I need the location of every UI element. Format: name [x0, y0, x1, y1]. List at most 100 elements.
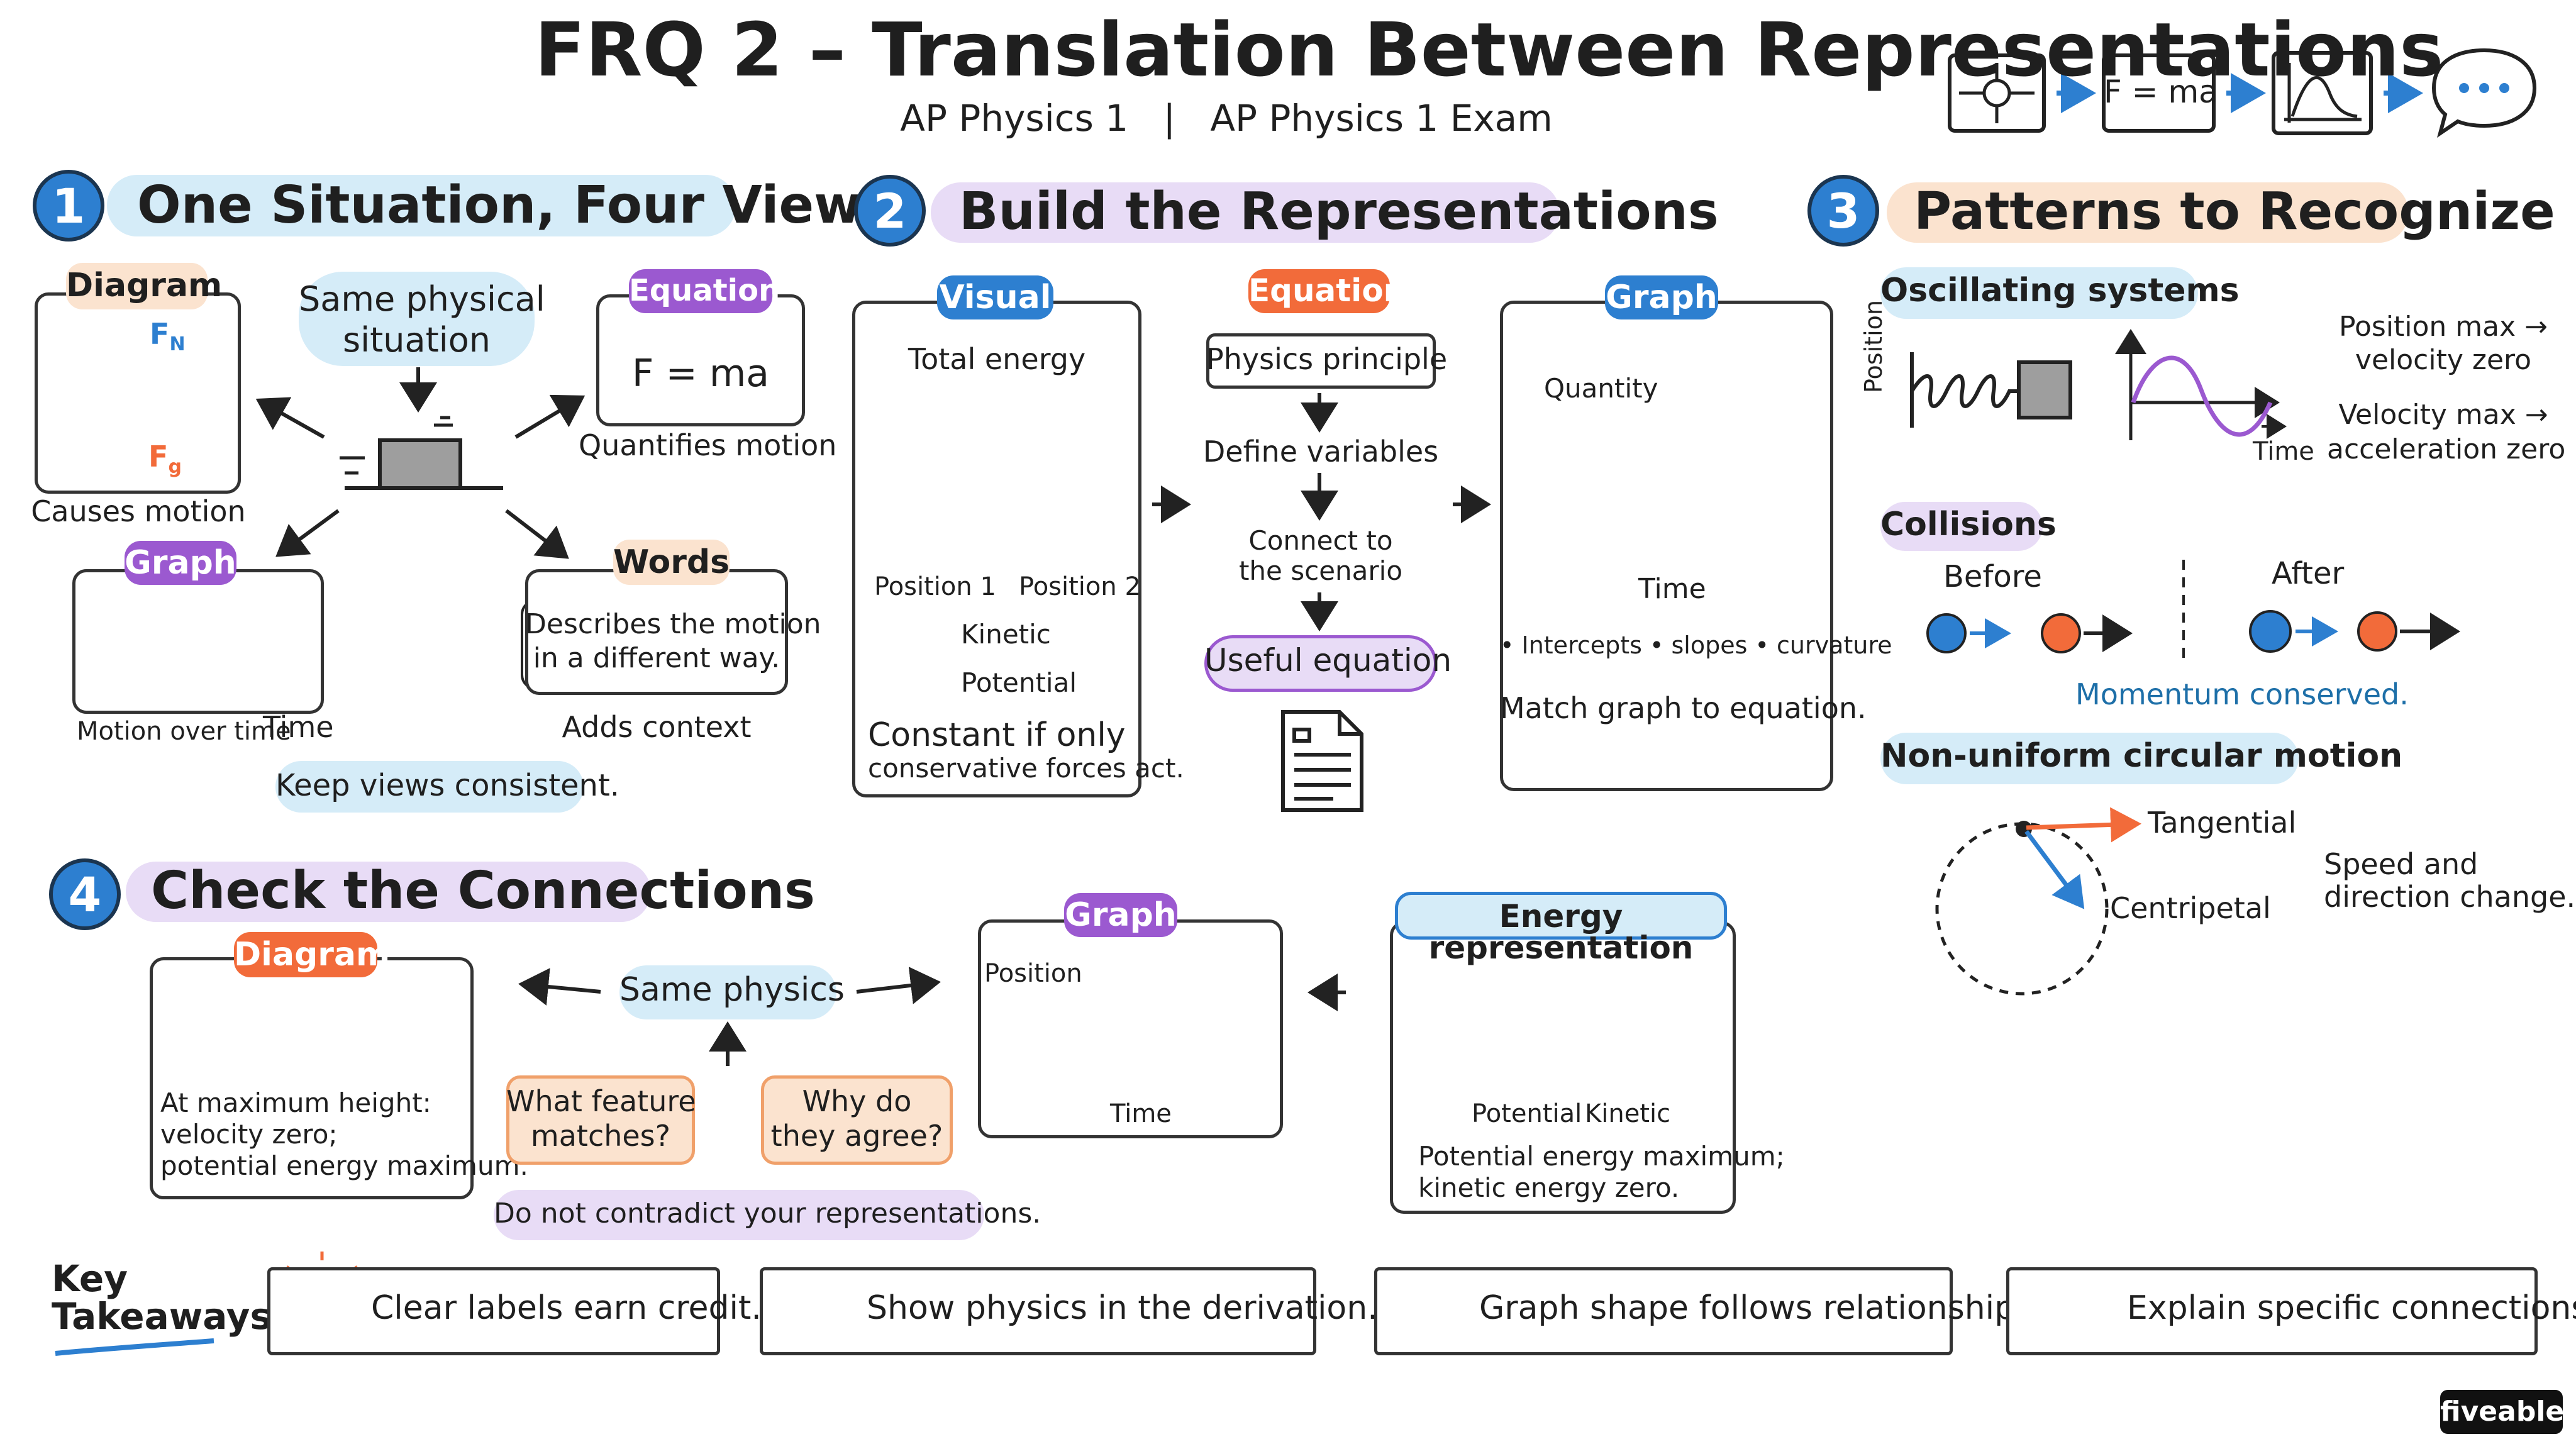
question2-box — [761, 1075, 953, 1165]
graph-s4-y-label: Position — [984, 959, 1082, 988]
energy-box-s4 — [1390, 921, 1736, 1214]
graph-y-label-s2: Quantity — [1544, 373, 1658, 404]
visual-box — [852, 301, 1141, 797]
osc-note1-line2: velocity zero — [2355, 344, 2532, 376]
force-diagram-icon — [1959, 63, 2035, 123]
equation-tag-s1: Equation — [629, 269, 780, 313]
osc-note2-line1: Velocity max → — [2338, 399, 2548, 431]
takeaway-card-2 — [760, 1267, 1316, 1355]
graph-x-label-s2: Time — [1638, 573, 1706, 605]
graph-axis-s1: Time — [263, 710, 334, 744]
after-ball-blue — [2249, 610, 2292, 653]
center-situation-line2: situation — [342, 320, 491, 360]
center-situation-pill — [299, 272, 535, 366]
section4-header-pill — [126, 862, 651, 922]
osc-note1-line1: Position max → — [2338, 311, 2548, 343]
circular-path — [1935, 822, 2109, 996]
energy-bar-potential-label: Potential — [1472, 1099, 1582, 1128]
words-line2: in a different way. — [533, 642, 780, 674]
section3-art — [1910, 329, 2460, 996]
oscillating-tag — [1880, 267, 2198, 319]
document-icon — [1281, 710, 1363, 812]
keep-consistent-pill — [275, 761, 584, 813]
diagram-tag-s1: Diagram — [66, 263, 222, 309]
speed-direction-line1: Speed and — [2324, 847, 2479, 881]
useful-equation-pill — [1204, 635, 1437, 692]
question1-line1: What feature — [506, 1084, 696, 1118]
energy-bar-kinetic-label: Kinetic — [1585, 1099, 1671, 1128]
graph-icon — [2284, 63, 2362, 123]
equation-icon-box — [2102, 53, 2216, 133]
graph-s4-x-label: Time — [1110, 1099, 1172, 1128]
takeaway-text-4: Explain specific connections. — [2127, 1289, 2576, 1327]
takeaways-label-line2: Takeaways: — [52, 1295, 287, 1338]
spring-coil — [1910, 374, 2019, 408]
section3-header-pill — [1887, 182, 2409, 243]
section1-header-pill — [107, 175, 736, 236]
circular-motion-tag — [1880, 733, 2299, 784]
circular-motion-label: Non-uniform circular motion — [1880, 737, 2403, 775]
diagram-s4-line3: potential energy maximum. — [160, 1150, 528, 1181]
useful-equation-label: Useful equation — [1204, 642, 1452, 679]
connect-scenario-line2: the scenario — [1238, 555, 1403, 586]
tangential-label: Tangential — [2148, 806, 2297, 840]
words-tag-s1: Words — [613, 540, 730, 585]
legend-potential-label: Potential — [961, 667, 1077, 698]
define-variables-label: Define variables — [1202, 435, 1439, 469]
keep-consistent-text: Keep views consistent. — [275, 768, 620, 803]
osc-position-label: Position — [1860, 300, 1887, 393]
flow-icons — [1948, 48, 2537, 138]
section1-title: One Situation, Four Views — [137, 175, 892, 235]
section2-title: Build the Representations — [959, 182, 1719, 242]
diagram-box-s1 — [35, 292, 241, 494]
brand-logo — [2440, 1390, 2563, 1434]
section2-header-pill — [931, 182, 1560, 243]
oscillation-curve — [2131, 355, 2273, 437]
collisions-tag — [1880, 502, 2043, 551]
equation-tag-s2: Equation — [1248, 269, 1406, 313]
after-ball-orange — [2357, 611, 2397, 652]
question2-line2: they agree? — [770, 1119, 943, 1153]
takeaway-text-3: Graph shape follows relationships. — [1479, 1289, 2043, 1327]
section4-number: 4 — [49, 858, 121, 930]
section3-title: Patterns to Recognize — [1914, 182, 2555, 242]
connect-scenario-line1: Connect to — [1248, 525, 1393, 556]
takeaways-label-line1: Key — [52, 1257, 128, 1300]
section4-title: Check the Connections — [151, 861, 815, 921]
energy-s4-line1: Potential energy maximum; — [1418, 1141, 1785, 1172]
question1-line2: matches? — [530, 1119, 671, 1153]
graph-tag-s1: Graph — [125, 541, 236, 585]
diagram-s4-line1: At maximum height: — [160, 1087, 431, 1118]
same-physics-label: Same physics — [619, 971, 845, 1009]
position1-label: Position 1 — [874, 572, 996, 601]
same-physics-pill — [619, 965, 836, 1019]
speed-direction-line2: direction change. — [2324, 880, 2576, 914]
force-diagram-icon-box — [1948, 53, 2046, 133]
takeaway-card-3 — [1374, 1267, 1953, 1355]
question2-line1: Why do — [802, 1084, 912, 1118]
total-energy-label: Total energy — [908, 342, 1086, 376]
centripetal-label: Centripetal — [2110, 891, 2271, 925]
energy-tag-s4: Energy representation — [1395, 892, 1727, 963]
brand-logo-text: fiveable — [2440, 1396, 2565, 1428]
osc-note2-line2: acceleration zero — [2327, 433, 2566, 465]
momentum-label: Momentum conserved. — [2075, 677, 2409, 711]
before-ball-orange — [2041, 613, 2081, 653]
flow-equation-label: F = ma — [2104, 74, 2218, 110]
constant-line2: conservative forces act. — [868, 753, 1184, 784]
before-label: Before — [1943, 559, 2042, 594]
constant-line1: Constant if only — [868, 716, 1126, 754]
position2-label: Position 2 — [1019, 572, 1141, 601]
equation-text-s1: F = ma — [631, 352, 770, 396]
words-line1: Describes the motion — [525, 608, 821, 640]
graph-box-s2 — [1500, 301, 1833, 791]
question1-box — [506, 1075, 695, 1165]
tangential-arrow — [2026, 807, 2141, 843]
section2-number: 2 — [854, 175, 926, 247]
diagram-box-s4 — [150, 957, 474, 1199]
takeaway-text-1: Clear labels earn credit. — [371, 1289, 762, 1327]
oscillating-label: Oscillating systems — [1880, 272, 2240, 309]
graph-caption-s1: Motion over time — [77, 717, 291, 746]
match-graph-label: Match graph to equation. — [1500, 691, 1867, 725]
gravity-force-label: Fg — [148, 440, 182, 479]
